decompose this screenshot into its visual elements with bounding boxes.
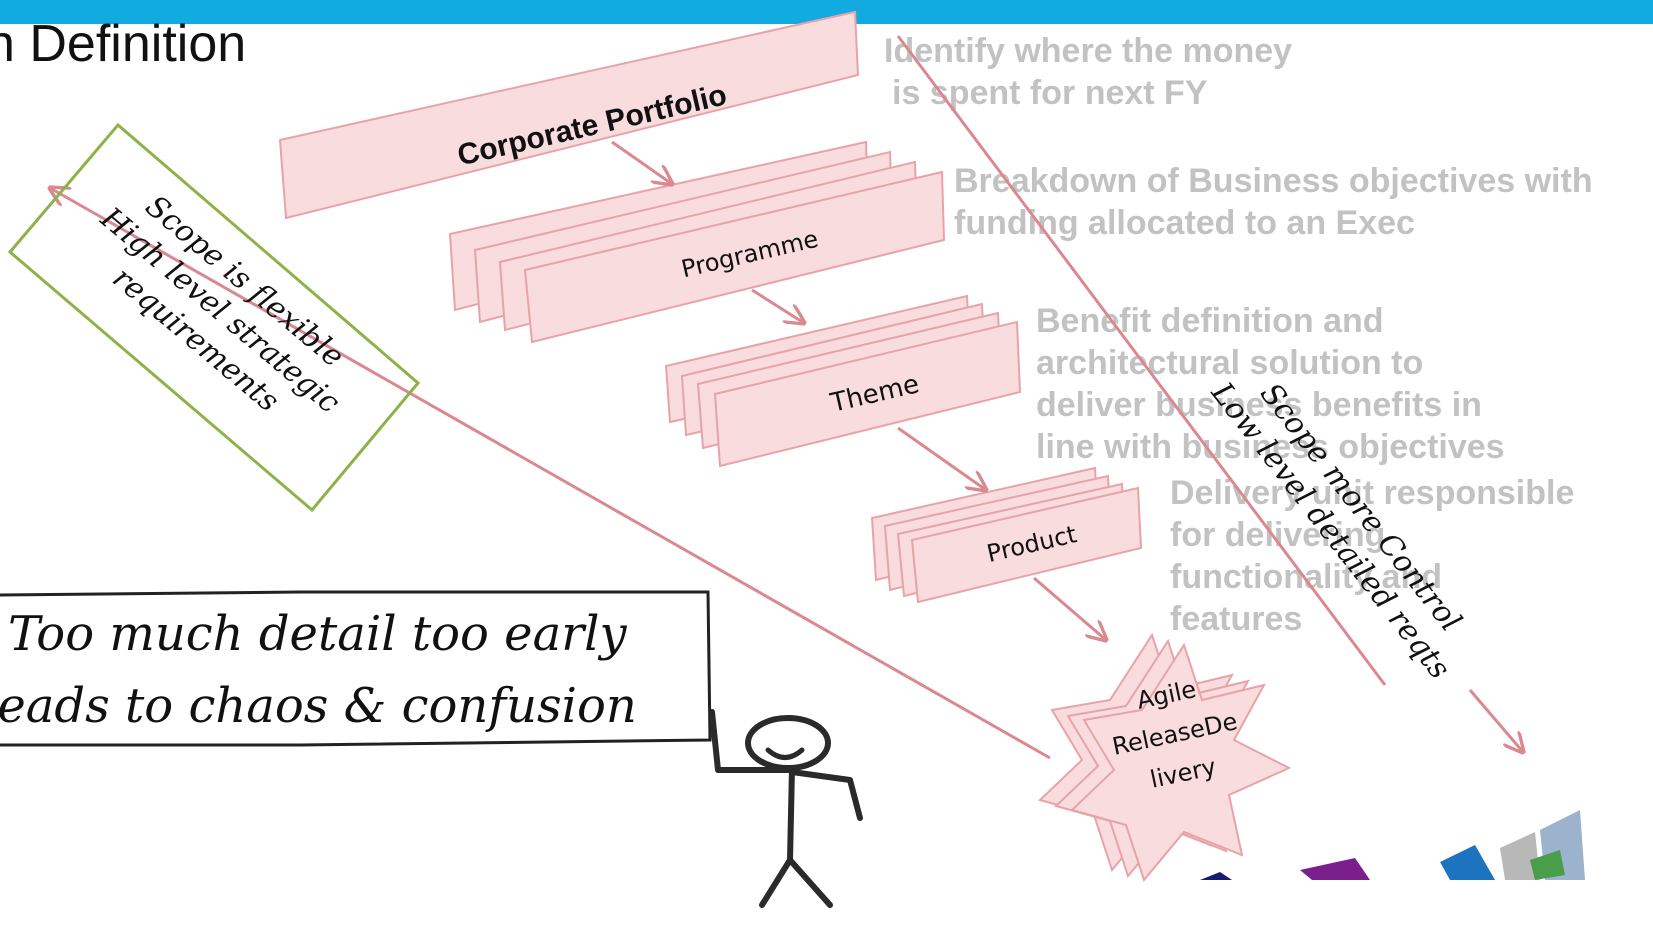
corner-logo-decoration: [1200, 810, 1585, 880]
description-line: deliver business benefits in: [1036, 386, 1482, 424]
description-line: Delivery unit responsible: [1170, 474, 1575, 512]
flow-arrow: [1033, 576, 1106, 640]
scope-control-line: [896, 35, 1387, 686]
programme-box-stack: Programme: [448, 140, 946, 344]
scope-control-note: Scope more Control Low level detailed re…: [1204, 375, 1468, 686]
flow-arrow: [751, 288, 804, 323]
description-line: architectural solution to: [1036, 344, 1424, 382]
description-line: Benefit definition and: [1036, 302, 1384, 340]
note-line: High level strategic: [93, 200, 346, 420]
scope-control-arrowhead: [1468, 689, 1523, 752]
description-line: for delivering: [1170, 516, 1386, 554]
speech-bubble: Too much detail too early leads to chaos…: [0, 590, 712, 747]
note-line: Low level detailed reqts: [1204, 375, 1457, 686]
theme-box-stack: Theme: [664, 294, 1022, 468]
flow-arrow: [897, 426, 986, 490]
description-line: functionality and: [1170, 558, 1442, 596]
slide-title: n Definition: [0, 15, 247, 73]
theme-description: Benefit definition and architectural sol…: [1036, 300, 1505, 468]
description-line: is spent for next FY: [892, 74, 1208, 112]
bubble-line: Too much detail too early: [8, 606, 627, 662]
portfolio-description: Identify where the money is spent for ne…: [884, 30, 1292, 114]
description-line: funding allocated to an Exec: [954, 204, 1415, 242]
stick-figure-icon: [709, 709, 863, 908]
description-line: Identify where the money: [884, 32, 1293, 70]
product-box-stack: Product: [870, 466, 1143, 604]
description-line: line with business objectives: [1036, 428, 1505, 466]
product-description: Delivery unit responsible for delivering…: [1170, 472, 1574, 640]
description-line: Breakdown of Business objectives with: [954, 162, 1593, 200]
description-line: features: [1170, 600, 1303, 638]
flow-arrow: [611, 140, 672, 184]
note-line: Scope more Control: [1253, 377, 1468, 638]
bubble-line: leads to chaos & confusion: [0, 678, 637, 734]
scope-flexible-arrow: [50, 188, 1051, 760]
agile-release-star-stack: Agile ReleaseDe livery: [1038, 632, 1292, 883]
programme-description: Breakdown of Business objectives with fu…: [954, 160, 1593, 244]
